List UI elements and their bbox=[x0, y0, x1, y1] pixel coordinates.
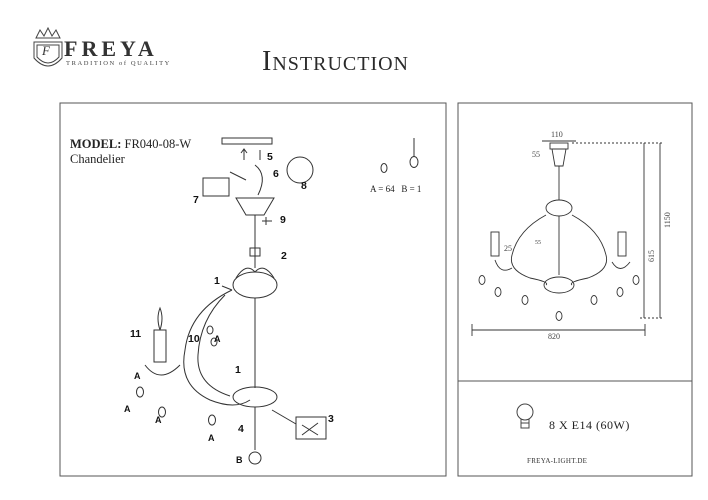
label-a-5: A bbox=[208, 433, 215, 443]
flame-bulb bbox=[157, 306, 163, 331]
dim-top-width: 110 bbox=[551, 130, 563, 139]
callout-7: 7 bbox=[193, 194, 199, 206]
callout-2: 2 bbox=[281, 250, 287, 262]
label-a-3: A bbox=[124, 404, 131, 414]
page-title: Instruction bbox=[262, 46, 409, 77]
callout-9: 9 bbox=[280, 214, 286, 226]
arrow-up-icon bbox=[240, 148, 248, 160]
dim-candle: 25 bbox=[504, 244, 512, 253]
lightbulb-icon bbox=[516, 403, 534, 429]
crystal-drops bbox=[136, 325, 218, 426]
exploded-chandelier bbox=[136, 137, 327, 465]
label-b: B bbox=[236, 455, 243, 465]
arm bbox=[183, 289, 251, 406]
parts-legend: A = 64 B = 1 bbox=[370, 184, 421, 194]
dim-total-height: 1150 bbox=[663, 212, 672, 228]
model-label: MODEL: bbox=[70, 137, 122, 151]
dimension-drawing bbox=[471, 140, 664, 336]
pliers-icon bbox=[301, 422, 319, 436]
spec-frame bbox=[457, 102, 693, 477]
label-a-4: A bbox=[155, 415, 162, 425]
dim-body-height: 615 bbox=[647, 250, 656, 262]
dim-canopy: 55 bbox=[532, 150, 540, 159]
callout-5: 5 bbox=[267, 151, 273, 163]
callout-1: 1 bbox=[214, 275, 220, 287]
bulb-spec: 8 X E14 (60W) bbox=[549, 418, 630, 432]
canopy bbox=[235, 197, 275, 216]
legend-drops bbox=[380, 138, 419, 173]
dim-width: 820 bbox=[548, 332, 560, 341]
callout-8: 8 bbox=[301, 180, 307, 192]
callout-1-lower: 1 bbox=[235, 364, 241, 376]
legend-b: B = 1 bbox=[401, 184, 422, 194]
candle bbox=[153, 329, 167, 363]
callout-4: 4 bbox=[238, 423, 244, 435]
callout-11: 11 bbox=[130, 328, 142, 340]
website: FREYA-LIGHT.DE bbox=[527, 457, 588, 465]
part-7-box bbox=[202, 177, 230, 197]
tool-box bbox=[295, 416, 327, 440]
brand-name: FREYA bbox=[64, 36, 158, 61]
assembly-frame bbox=[59, 102, 447, 477]
model-type: Chandelier bbox=[70, 152, 125, 166]
upper-bowl bbox=[232, 271, 278, 299]
dim-side: 55 bbox=[535, 240, 541, 246]
model-code: FR040-08-W bbox=[124, 137, 192, 151]
freya-logo-crest bbox=[33, 26, 63, 67]
callout-10: 10 bbox=[188, 333, 200, 345]
callout-6: 6 bbox=[273, 168, 279, 180]
callout-3: 3 bbox=[328, 413, 334, 425]
part-8-detail bbox=[286, 156, 314, 184]
label-a-2: A bbox=[134, 371, 141, 381]
brand-tagline: TRADITION of QUALITY bbox=[66, 60, 171, 67]
logo-letter: F bbox=[42, 43, 50, 58]
label-a-1: A bbox=[214, 334, 221, 344]
model-info: MODEL: FR040-08-W Chandelier bbox=[70, 137, 191, 167]
ceiling-plate bbox=[221, 137, 273, 145]
legend-a: A = 64 bbox=[370, 184, 395, 194]
